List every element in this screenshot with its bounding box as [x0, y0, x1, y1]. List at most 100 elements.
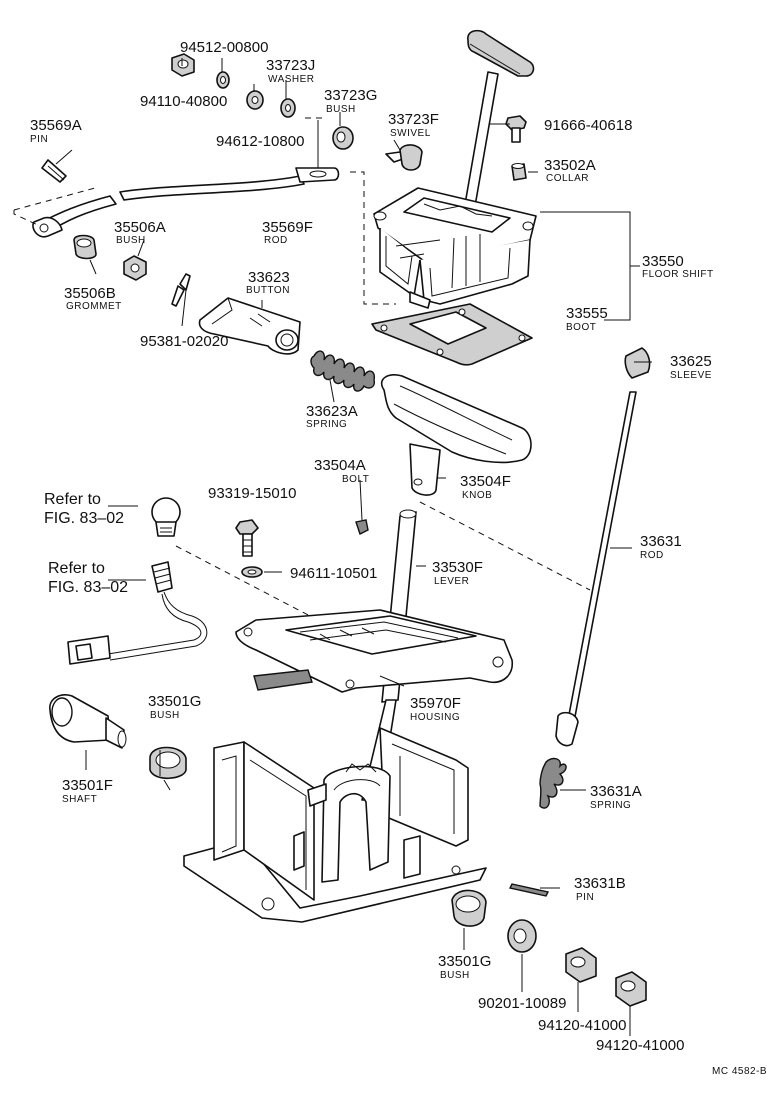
ref1-line2: FIG. 83–02 — [44, 510, 124, 527]
washer-90201 — [507, 919, 537, 953]
label-33501g-left-name: BUSH — [150, 710, 180, 721]
label-33555-number: 33555 — [566, 305, 608, 322]
label-33501f-name: SHAFT — [62, 794, 97, 805]
label-33631b-name: PIN — [576, 892, 594, 903]
label-33502a-name: COLLAR — [546, 173, 589, 184]
label-33723j-name: WASHER — [268, 74, 315, 85]
label-33631-number: 33631 — [640, 533, 682, 550]
button-33623 — [198, 297, 301, 355]
housing-35970f — [235, 609, 514, 693]
spring-33623a — [310, 350, 376, 392]
label-33501g-left-number: 33501G — [148, 693, 201, 710]
bush-33723g — [332, 126, 354, 150]
collar-33502a — [511, 163, 527, 181]
label-33723g-number: 33723G — [324, 87, 377, 104]
pin-35569a — [41, 159, 67, 183]
grommet-35506b — [73, 234, 97, 260]
shift-bracket — [183, 727, 487, 923]
label-35569f-number: 35569F — [262, 219, 313, 236]
leader-dash — [175, 545, 311, 617]
label-33501g-bottom-name: BUSH — [440, 970, 470, 981]
label-35506b-name: GROMMET — [66, 301, 122, 312]
sleeve-33625 — [624, 347, 651, 379]
washer-94612 — [246, 90, 264, 110]
label-91666-number: 91666-40618 — [544, 117, 632, 134]
label-33504f-name: KNOB — [462, 490, 492, 501]
washer-94611 — [241, 566, 263, 578]
bolt-91666 — [505, 115, 527, 143]
label-33631-name: ROD — [640, 550, 664, 561]
label-94120-b-number: 94120-41000 — [596, 1037, 684, 1054]
label-94110-number: 94110-40800 — [140, 93, 227, 110]
label-33723f-number: 33723F — [388, 111, 439, 128]
label-33631a-number: 33631A — [590, 783, 642, 800]
bush-33501g-bottom — [451, 889, 487, 927]
socket-wire-ref — [67, 561, 208, 665]
label-93319-number: 93319-15010 — [208, 485, 296, 502]
ref2-line1: Refer to — [48, 560, 105, 577]
label-33502a-number: 33502A — [544, 157, 596, 174]
washer-33723j — [280, 98, 296, 118]
leader-lines — [55, 58, 652, 1036]
label-35506a-name: BUSH — [116, 235, 146, 246]
label-35506a-number: 35506A — [114, 219, 166, 236]
label-33504f-number: 33504F — [460, 473, 511, 490]
label-33723g-name: BUSH — [326, 104, 356, 115]
label-35506b-number: 35506B — [64, 285, 116, 302]
knob-33504f — [380, 374, 532, 496]
label-33550-number: 33550 — [642, 253, 684, 270]
rod-33631 — [555, 391, 637, 747]
ref1-line1: Refer to — [44, 491, 101, 508]
bracket-33550 — [540, 211, 640, 321]
pin-33631b — [508, 883, 550, 897]
label-33501f-number: 33501F — [62, 777, 113, 794]
label-33530f-name: LEVER — [434, 576, 469, 587]
shaft-33501f — [49, 694, 127, 749]
label-33504a-name: BOLT — [342, 474, 369, 485]
label-33623a-number: 33623A — [306, 403, 358, 420]
label-94612-number: 94612-10800 — [216, 133, 304, 150]
spring-33631a — [539, 757, 567, 809]
label-33631b-number: 33631B — [574, 875, 626, 892]
label-35970f-number: 35970F — [410, 695, 461, 712]
label-33625-number: 33625 — [670, 353, 712, 370]
washer-94512 — [216, 71, 230, 89]
swivel-33723f — [385, 144, 423, 171]
label-94611-number: 94611-10501 — [290, 565, 377, 582]
bolt-93319 — [235, 519, 259, 557]
labels: 94512-00800 94110-40800 33723J WASHER 94… — [30, 39, 767, 1077]
label-33623-name: BUTTON — [246, 285, 290, 296]
boot-33555 — [371, 303, 533, 366]
ref2-line2: FIG. 83–02 — [48, 579, 128, 596]
leader-dash — [350, 171, 396, 305]
nut-94120-a — [565, 947, 597, 983]
label-33555-name: BOOT — [566, 322, 596, 333]
floor-shift-assy-33550 — [373, 29, 537, 309]
label-95381-number: 95381-02020 — [140, 333, 228, 350]
label-33504a-number: 33504A — [314, 457, 366, 474]
label-33723j-number: 33723J — [266, 57, 315, 74]
label-94512-number: 94512-00800 — [180, 39, 268, 56]
label-33625-name: SLEEVE — [670, 370, 712, 381]
label-94120-a-number: 94120-41000 — [538, 1017, 626, 1034]
leader-dash — [419, 501, 591, 591]
label-35569a-name: PIN — [30, 134, 48, 145]
label-33623-number: 33623 — [248, 269, 290, 286]
label-33631a-name: SPRING — [590, 800, 631, 811]
label-90201-number: 90201-10089 — [478, 995, 566, 1012]
bolt-33504a — [355, 519, 369, 535]
label-33623a-name: SPRING — [306, 419, 347, 430]
label-33501g-bottom-number: 33501G — [438, 953, 491, 970]
diagram-code: MC 4582-B — [712, 1066, 767, 1077]
bulb-ref — [151, 497, 181, 537]
label-35970f-name: HOUSING — [410, 712, 460, 723]
bush-33501g-left — [149, 746, 187, 780]
cotter-pin-95381 — [171, 273, 191, 307]
nut-94110 — [171, 53, 195, 77]
label-35569a-number: 35569A — [30, 117, 82, 134]
label-33530f-number: 33530F — [432, 559, 483, 576]
nut-94120-b — [615, 971, 647, 1007]
label-33723f-name: SWIVEL — [390, 128, 431, 139]
label-35569f-name: ROD — [264, 235, 288, 246]
